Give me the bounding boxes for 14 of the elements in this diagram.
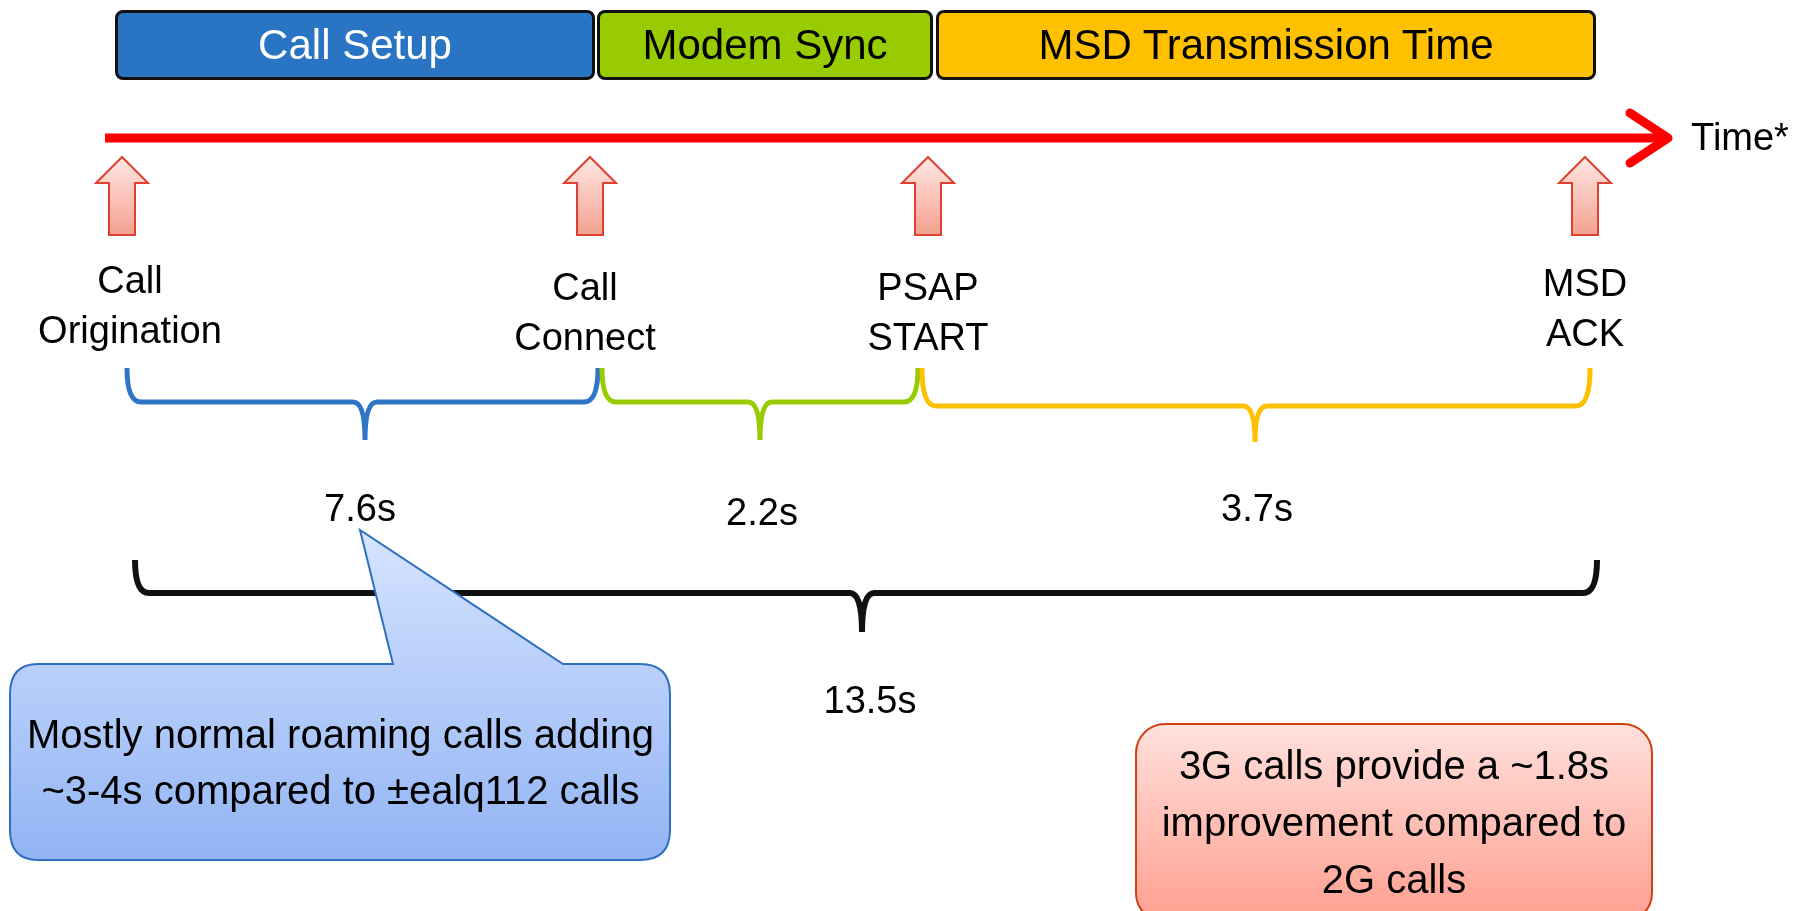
axis-label: Time* [1690, 115, 1790, 160]
event-label: Call Connect [513, 265, 657, 360]
note-box: 3G calls provide a ~1.8s improvement compared to 2G calls [1135, 723, 1653, 911]
phase-bar: Modem Sync [597, 10, 933, 80]
duration-label: 2.2s [725, 490, 799, 535]
duration-label: 13.5s [822, 678, 918, 723]
duration-label: 7.6s [323, 486, 397, 531]
event-label: PSAP START [866, 265, 990, 360]
callout-bubble: Mostly normal roaming calls adding ~3-4s compared to ±ealq112 calls [8, 528, 673, 864]
event-label: MSD ACK [1541, 261, 1629, 356]
phase-bar: Call Setup [115, 10, 595, 80]
phase-bar: MSD Transmission Time [936, 10, 1596, 80]
duration-label: 3.7s [1220, 486, 1294, 531]
event-label: Call Origination [37, 258, 223, 353]
